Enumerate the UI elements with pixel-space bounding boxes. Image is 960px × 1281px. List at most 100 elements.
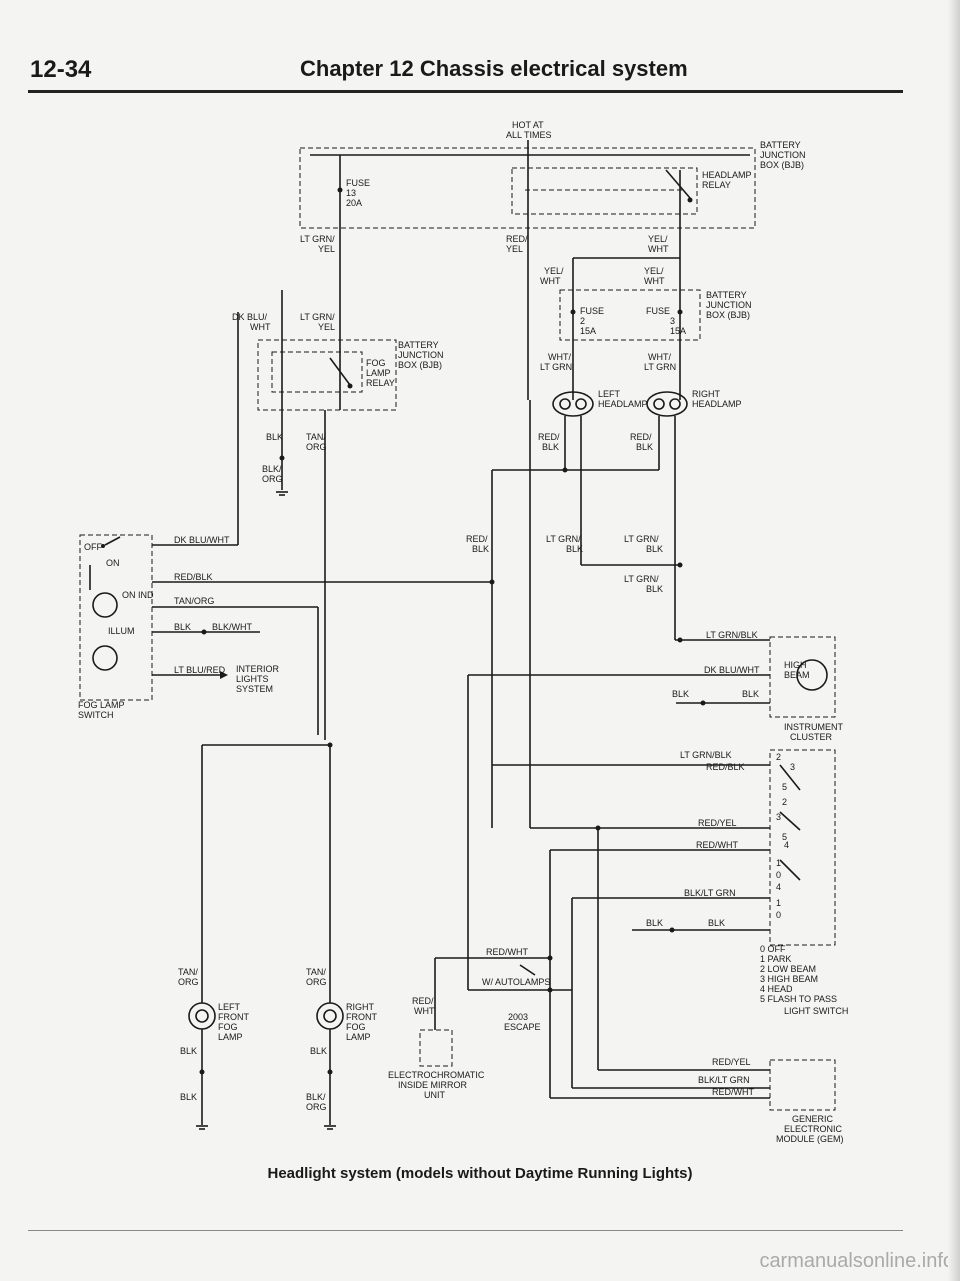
wire-yel-wht-5: YEL/ <box>644 266 664 276</box>
wire-blk-7: BLK <box>180 1046 197 1056</box>
left-headlamp <box>552 391 594 417</box>
wire-ltgrn-blk-4: BLK <box>646 544 663 554</box>
wire-blk-org-4: ORG <box>306 1102 327 1112</box>
legend-2: 2 LOW BEAM <box>760 964 816 974</box>
wire-dkblu-wht-4: DK BLU/WHT <box>704 665 760 675</box>
wire-yel-wht-2: WHT <box>648 244 669 254</box>
pos-1b: 1 <box>776 898 781 908</box>
bjb-label-1: BATTERY <box>760 140 801 150</box>
wire-blk-8: BLK <box>310 1046 327 1056</box>
fuse13-label-1: FUSE <box>346 178 370 188</box>
cluster-label-1: INSTRUMENT <box>784 722 843 732</box>
wire-blk-org-3: BLK/ <box>306 1092 326 1102</box>
wire-ltgrn-blk-5: LT GRN/ <box>624 574 659 584</box>
wire-red-wht-4: WHT <box>414 1006 435 1016</box>
watermark: carmanualsonline.info <box>759 1250 954 1272</box>
wire-red-blk-4: BLK <box>636 442 653 452</box>
lf-fog-label-4: LAMP <box>218 1032 243 1042</box>
wire-blk-6: BLK <box>708 918 725 928</box>
light-switch-label: LIGHT SWITCH <box>784 1006 848 1016</box>
wire-ltgrn-blk-6: BLK <box>646 584 663 594</box>
escape-label-2: ESCAPE <box>504 1022 541 1032</box>
pos-3a: 3 <box>790 762 795 772</box>
wire-tan-org-6: TAN/ <box>306 967 326 977</box>
lf-fog-label-3: FOG <box>218 1022 238 1032</box>
wire-tan-org-7: ORG <box>306 977 327 987</box>
hot-label: HOT AT <box>512 120 544 130</box>
wire-red-wht-2: RED/WHT <box>486 947 528 957</box>
gem-label-3: MODULE (GEM) <box>776 1134 844 1144</box>
switch-off-label: OFF <box>84 542 102 552</box>
fog-relay-label-1: FOG <box>366 358 386 368</box>
pos-1a: 1 <box>776 858 781 868</box>
wire-tan-org-3: TAN/ORG <box>174 596 214 606</box>
interior-lights-label-2: LIGHTS <box>236 674 269 684</box>
wire-ltgrn-blk-8: LT GRN/BLK <box>680 750 732 760</box>
high-beam-label-1: HIGH <box>784 660 807 670</box>
left-headlamp-label-1: LEFT <box>598 389 621 399</box>
ground-icon <box>196 1125 208 1130</box>
wire-blk-4: BLK <box>742 689 759 699</box>
bjb2-label-3: BOX (BJB) <box>706 310 750 320</box>
headlamp-relay-label-1: HEADLAMP <box>702 170 752 180</box>
wire-tan-org-1: TAN/ <box>306 432 326 442</box>
fuse2-number: 2 <box>580 316 585 326</box>
cluster-label-2: CLUSTER <box>790 732 833 742</box>
right-headlamp <box>646 391 688 417</box>
wire-tan-org-4: TAN/ <box>178 967 198 977</box>
fuse2-amps: 15A <box>580 326 596 336</box>
figure-caption: Headlight system (models without Daytime… <box>267 1165 693 1182</box>
fog-switch-label-2: SWITCH <box>78 710 114 720</box>
wire-ltgrn-yel-1: LT GRN/ <box>300 234 335 244</box>
wire-ltgrn-blk-3: LT GRN/ <box>624 534 659 544</box>
legend-1: 1 PARK <box>760 954 791 964</box>
autolamps-label: W/ AUTOLAMPS <box>482 977 550 987</box>
fuse13-label-3: 20A <box>346 198 362 208</box>
wire-red-yel-1: RED/ <box>506 234 528 244</box>
switch-on-label: ON <box>106 558 120 568</box>
switch-on-ind-label: ON IND <box>122 590 154 600</box>
ground-icon <box>276 491 288 496</box>
wire-ltgrn-blk-1: LT GRN/ <box>546 534 581 544</box>
fuse13-label-2: 13 <box>346 188 356 198</box>
pos-4a: 4 <box>784 840 789 850</box>
wire-ltgrn-yel-4: YEL <box>318 322 335 332</box>
wire-blk-3: BLK <box>672 689 689 699</box>
left-front-fog-lamp <box>188 1002 216 1030</box>
wire-blk-1: BLK <box>266 432 283 442</box>
wire-ltblu-red: LT BLU/RED <box>174 665 226 675</box>
fuse3-label: FUSE <box>646 306 670 316</box>
rf-fog-label-4: LAMP <box>346 1032 371 1042</box>
wire-blk-2: BLK <box>174 622 191 632</box>
interior-lights-label-3: SYSTEM <box>236 684 273 694</box>
wire-dkblu-wht-2: WHT <box>250 322 271 332</box>
pos-5a: 5 <box>782 782 787 792</box>
right-headlamp-label-1: RIGHT <box>692 389 721 399</box>
pos-0b: 0 <box>776 910 781 920</box>
wire-blk-wht: BLK/WHT <box>212 622 253 632</box>
wire-blk-org-1: BLK/ <box>262 464 282 474</box>
fog-switch-label-1: FOG LAMP <box>78 700 125 710</box>
left-headlamp-label-2: HEADLAMP <box>598 399 648 409</box>
wire-wht-ltgrn-2: LT GRN <box>540 362 572 372</box>
wire-yel-wht-4: WHT <box>540 276 561 286</box>
instrument-cluster <box>769 636 836 718</box>
wire-dkblu-wht-1: DK BLU/ <box>232 312 268 322</box>
wire-red-blk-1: RED/ <box>538 432 560 442</box>
high-beam-label-2: BEAM <box>784 670 810 680</box>
wire-dkblu-wht-3: DK BLU/WHT <box>174 535 230 545</box>
wire-ltgrn-yel-3: LT GRN/ <box>300 312 335 322</box>
wire-red-yel-1: RED/YEL <box>698 818 737 828</box>
switch-illum-label: ILLUM <box>108 626 135 636</box>
legend-4: 4 HEAD <box>760 984 793 994</box>
headlamp-relay-label-2: RELAY <box>702 180 731 190</box>
bjb2-label-1: BATTERY <box>706 290 747 300</box>
right-front-fog-lamp <box>316 1002 344 1030</box>
right-headlamp-label-2: HEADLAMP <box>692 399 742 409</box>
wire-yel-wht-6: WHT <box>644 276 665 286</box>
legend-5: 5 FLASH TO PASS <box>760 994 837 1004</box>
battery-junction-box-top <box>299 140 756 400</box>
header-rule <box>28 90 903 93</box>
fog-lamp-relay-box <box>257 290 397 420</box>
